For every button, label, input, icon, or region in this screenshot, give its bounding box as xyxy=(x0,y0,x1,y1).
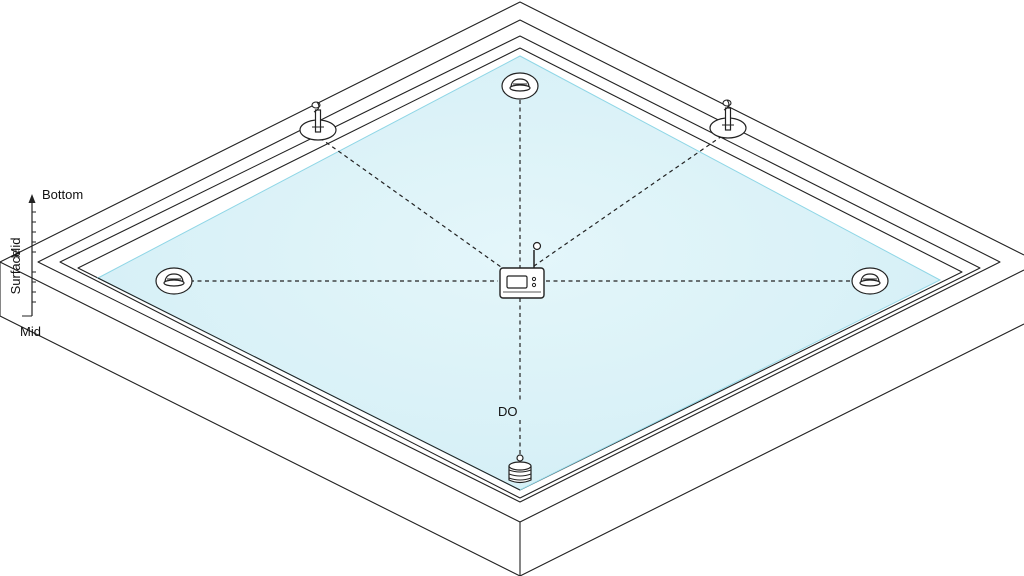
connection-links xyxy=(190,100,854,455)
pond-outer-rim xyxy=(0,1,1024,263)
pond-rim-2 xyxy=(37,19,1001,503)
gateway-display xyxy=(506,275,528,289)
aerator-upper-right[interactable] xyxy=(709,99,747,139)
link-to-aerator-upper-right xyxy=(533,135,723,267)
sensor-top[interactable] xyxy=(501,72,539,100)
depth-label-bottom: Bottom xyxy=(42,187,83,202)
depth-label-surface: Surface xyxy=(8,250,23,295)
pond-front-edge-right xyxy=(519,269,1024,523)
do-probe[interactable] xyxy=(508,454,532,484)
do-label: DO xyxy=(498,404,518,419)
gateway-antenna-tip xyxy=(532,241,542,251)
depth-axis: Bottom Mid Surface Mid xyxy=(8,187,83,339)
aerator-upper-left[interactable] xyxy=(299,101,337,141)
gateway-button-2 xyxy=(531,282,537,288)
pond-rim-3 xyxy=(59,35,981,499)
depth-label-mid-upper: Mid xyxy=(8,238,23,259)
depth-label-mid-lower: Mid xyxy=(20,324,41,339)
pond-front-edge-left xyxy=(0,261,521,523)
sensor-right[interactable] xyxy=(851,267,889,295)
gateway-hub[interactable] xyxy=(499,241,545,299)
pond-front-wall-left xyxy=(0,262,521,576)
gateway-button-1 xyxy=(531,276,537,282)
water-inner-edge xyxy=(97,277,521,491)
pond-wall-corner xyxy=(519,323,1024,576)
sensor-left[interactable] xyxy=(155,267,193,295)
link-to-aerator-upper-left xyxy=(319,137,509,273)
